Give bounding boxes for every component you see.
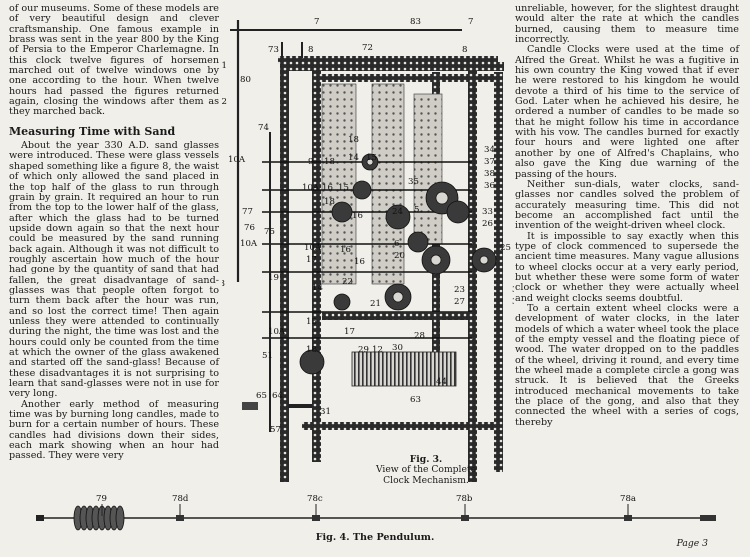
right-paragraph-3: Neither sun-dials, water clocks, sand-gl… bbox=[515, 178, 739, 232]
part-label: 38 bbox=[484, 169, 495, 179]
part-label: 7 bbox=[314, 17, 319, 27]
part-label: 83 bbox=[410, 17, 421, 27]
part-label: 25 bbox=[500, 243, 511, 253]
part-label: 10A bbox=[228, 155, 246, 165]
part-label: 22 bbox=[342, 277, 353, 287]
part-label: 78 bbox=[222, 279, 225, 289]
part-label: 65 bbox=[256, 391, 267, 401]
left-paragraph-3: Another early method of measuring time w… bbox=[9, 398, 219, 462]
part-label: 12 bbox=[372, 345, 383, 355]
part-label: 29 bbox=[358, 345, 369, 355]
page-number: Page 3 bbox=[676, 538, 708, 549]
part-label: 9 bbox=[308, 157, 313, 167]
part-label: 74 bbox=[258, 123, 269, 133]
part-label: 18 bbox=[324, 197, 335, 207]
part-label: 10A bbox=[268, 327, 286, 337]
part-label: 77 bbox=[242, 207, 253, 217]
part-label: 7 bbox=[468, 17, 473, 27]
part-label: 17 bbox=[344, 327, 355, 337]
part-label: 16 bbox=[352, 211, 363, 221]
pendulum-label: 78c bbox=[307, 494, 323, 504]
clock-mechanism-illustration: 7 83 7 73 8 72 8 81 80 82 74 18 14 15 10… bbox=[222, 17, 514, 482]
part-label: 37 bbox=[484, 157, 495, 167]
figure-3-label: Fig. 3. bbox=[409, 454, 443, 465]
part-label: 23 bbox=[454, 285, 465, 295]
part-label: 33 bbox=[482, 207, 493, 217]
part-label: 10A bbox=[302, 183, 320, 193]
part-label: 18 bbox=[306, 345, 317, 355]
part-label: 57 bbox=[270, 425, 281, 435]
part-label: 64 bbox=[272, 391, 283, 401]
part-label: 21 bbox=[370, 299, 381, 309]
part-label: 8 bbox=[308, 45, 313, 55]
part-label: 30 bbox=[392, 343, 403, 353]
right-paragraph-4: It is impossible to say exactly when thi… bbox=[515, 230, 739, 304]
part-label: 17 bbox=[306, 255, 317, 265]
part-label: 75 bbox=[264, 227, 275, 237]
part-label: 5 bbox=[414, 205, 419, 215]
left-column: of our museums. Some of these models are… bbox=[9, 3, 219, 462]
part-label: 27 bbox=[454, 297, 465, 307]
part-label: 6 bbox=[394, 239, 399, 249]
part-label: 31 bbox=[320, 407, 331, 417]
part-label: 39 bbox=[512, 285, 514, 295]
part-label: 73 bbox=[268, 45, 279, 55]
section-heading: Measuring Time with Sand bbox=[9, 124, 176, 138]
part-label: 15 bbox=[306, 317, 317, 327]
part-label: 10A bbox=[304, 243, 322, 253]
part-label: 8 bbox=[462, 45, 467, 55]
part-label: 16 bbox=[340, 245, 351, 255]
part-label: 36 bbox=[484, 181, 495, 191]
part-label: 72 bbox=[362, 43, 373, 53]
part-label: 28 bbox=[414, 331, 425, 341]
pendulum-illustration: 79 78d 78c 78b 78a bbox=[36, 494, 716, 531]
part-label: 35 bbox=[408, 177, 419, 187]
part-label: 19 bbox=[268, 273, 279, 283]
figure-3-caption-line-2: Clock Mechanism. bbox=[383, 474, 469, 486]
pendulum-label: 78b bbox=[456, 494, 473, 504]
part-label: 16 bbox=[354, 257, 365, 267]
part-label: 34 bbox=[484, 145, 495, 155]
figure-3-caption-line-1: View of the Complete bbox=[375, 464, 477, 476]
pendulum-label: 79 bbox=[96, 494, 107, 504]
right-paragraph-5: To a certain extent wheel clocks were a … bbox=[515, 302, 739, 428]
part-label: 18 bbox=[348, 135, 359, 145]
part-labels: 7 83 7 73 8 72 8 81 80 82 74 18 14 15 10… bbox=[222, 17, 514, 435]
left-paragraph-2: About the year 330 A.D. sand glasses wer… bbox=[9, 140, 219, 400]
left-paragraph-1: of our museums. Some of these models are… bbox=[9, 3, 219, 118]
part-label: 20 bbox=[394, 251, 405, 261]
figure-4-caption: Fig. 4. The Pendulum. bbox=[315, 532, 435, 543]
part-label: 14 bbox=[312, 283, 323, 293]
part-label: 51 bbox=[262, 351, 273, 361]
part-label: 63 bbox=[410, 395, 421, 405]
pendulum-label: 78a bbox=[620, 494, 636, 504]
part-label: 26 bbox=[482, 219, 493, 229]
part-label: 10A bbox=[240, 239, 258, 249]
pendulum-labels: 79 78d 78c 78b 78a bbox=[96, 494, 636, 504]
part-label: 18 bbox=[324, 157, 335, 167]
pendulum-label: 78d bbox=[172, 494, 189, 504]
part-label: 44 bbox=[436, 377, 447, 387]
part-label: 81 bbox=[222, 61, 227, 71]
right-paragraph-2: Candle Clocks were used at the time of A… bbox=[515, 44, 739, 180]
figure-3-caption: Fig. 3. View of the Complete Clock Mecha… bbox=[366, 454, 486, 486]
part-label: 32 bbox=[512, 297, 514, 307]
part-label: 16 bbox=[322, 183, 333, 193]
part-label: 15 bbox=[338, 183, 349, 193]
right-paragraph-1: unreliable, however, for the slightest d… bbox=[515, 3, 739, 46]
part-label: 82 bbox=[222, 97, 227, 107]
part-label: 76 bbox=[244, 223, 255, 233]
part-label: 24 bbox=[392, 207, 403, 217]
part-label: 15 bbox=[366, 153, 377, 163]
part-label: 80 bbox=[240, 75, 251, 85]
right-column: unreliable, however, for the slightest d… bbox=[515, 3, 739, 428]
part-label: 14 bbox=[348, 153, 359, 163]
